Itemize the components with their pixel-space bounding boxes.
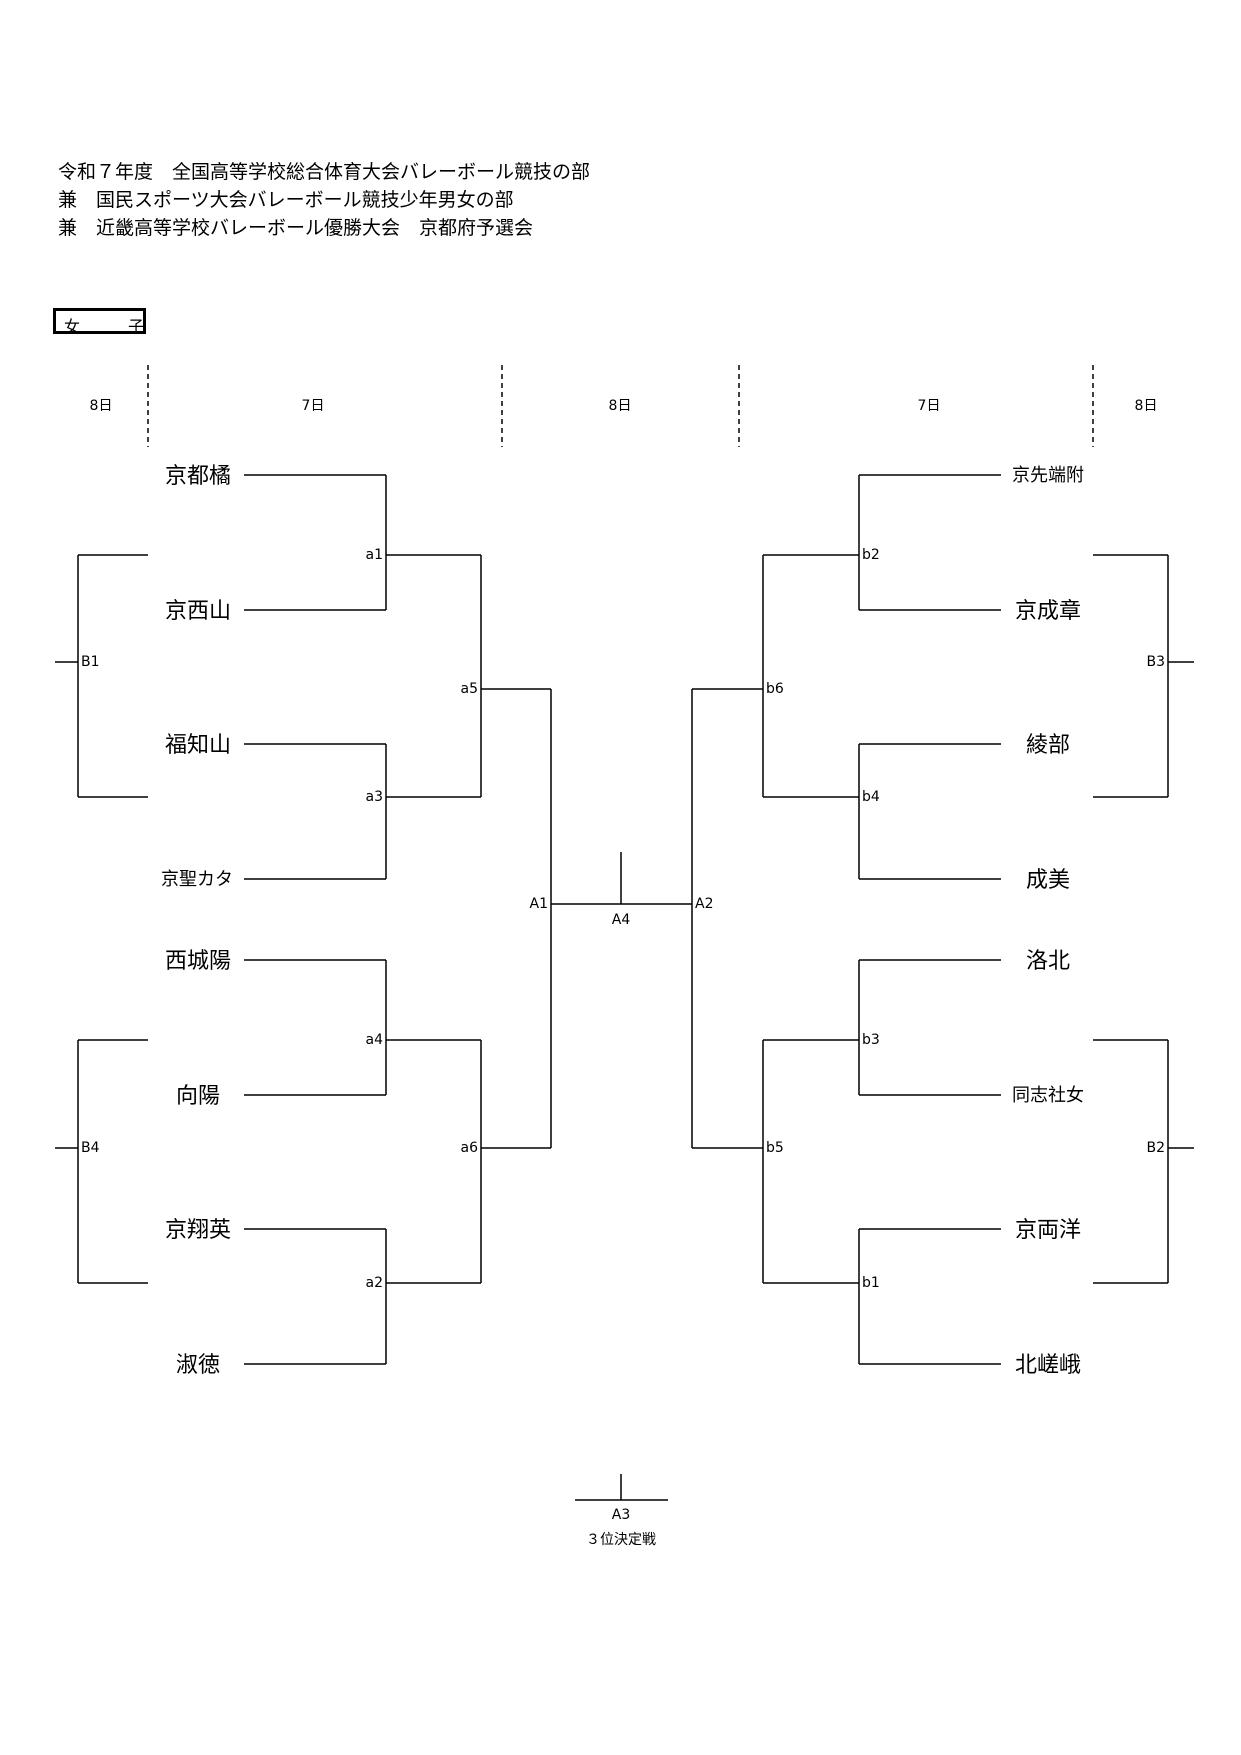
match-label: b5 — [766, 1140, 784, 1156]
team-name: 洛北 — [1026, 949, 1070, 974]
team-name: 綾部 — [1026, 733, 1070, 758]
right-teams: 京先端附 京成章 綾部 成美 洛北 同志社女 京両洋 北嵯峨 — [1012, 465, 1084, 1378]
team-name: 淑徳 — [176, 1353, 220, 1378]
match-label: a1 — [366, 547, 384, 563]
day-separators — [147, 365, 1094, 447]
team-name: 京先端附 — [1012, 465, 1084, 486]
match-label: a5 — [461, 681, 479, 697]
match-label: a4 — [366, 1032, 384, 1048]
tournament-title: 令和７年度 全国高等学校総合体育大会バレーボール競技の部 兼 国民スポーツ大会バ… — [58, 158, 590, 242]
match-label: A3 — [612, 1507, 630, 1523]
day-label: 7日 — [918, 398, 941, 414]
team-name: 京両洋 — [1015, 1218, 1081, 1243]
title-line-2: 兼 国民スポーツ大会バレーボール競技少年男女の部 — [58, 189, 514, 211]
team-name: 同志社女 — [1012, 1085, 1084, 1106]
team-name: 京西山 — [165, 599, 231, 624]
match-label: a3 — [366, 789, 384, 805]
team-name: 福知山 — [165, 733, 231, 758]
match-label: b4 — [862, 789, 880, 805]
left-bracket-lines — [55, 474, 552, 1365]
team-name: 北嵯峨 — [1015, 1353, 1081, 1378]
team-name: 成美 — [1026, 868, 1070, 893]
category-char-1: 女 — [64, 317, 81, 336]
left-teams: 京都橘 京西山 福知山 京聖カタ 西城陽 向陽 京翔英 淑徳 — [161, 464, 233, 1378]
team-name: 京成章 — [1015, 599, 1081, 624]
day-label: 8日 — [609, 398, 632, 414]
match-label: b1 — [862, 1275, 880, 1291]
match-label: A4 — [612, 912, 631, 928]
day-labels: 8日 7日 8日 7日 8日 — [90, 398, 1158, 414]
final-lines — [551, 852, 692, 905]
category-char-2: 子 — [128, 317, 145, 336]
team-name: 京聖カタ — [161, 869, 233, 890]
third-place-lines — [575, 1474, 668, 1501]
team-name: 西城陽 — [165, 949, 231, 974]
match-label: A2 — [695, 896, 713, 912]
right-bracket-lines — [691, 474, 1194, 1365]
match-label: b3 — [862, 1032, 880, 1048]
team-name: 向陽 — [176, 1084, 220, 1109]
match-label: a6 — [461, 1140, 479, 1156]
match-label: a2 — [366, 1275, 384, 1291]
match-label: A1 — [530, 896, 548, 912]
third-place-label: ３位決定戦 — [586, 1532, 656, 1548]
match-label: b2 — [862, 547, 880, 563]
title-line-1: 令和７年度 全国高等学校総合体育大会バレーボール競技の部 — [58, 161, 591, 183]
match-label: B4 — [81, 1140, 100, 1156]
match-label: B3 — [1146, 654, 1165, 670]
match-label: B2 — [1146, 1140, 1165, 1156]
category-label: 女 子 — [53, 308, 146, 336]
match-label: B1 — [81, 654, 100, 670]
match-labels: a1 a3 a4 a2 a5 a6 A1 A4 A2 b6 b5 b2 b4 b… — [81, 547, 1165, 1548]
day-label: 8日 — [90, 398, 113, 414]
match-label: b6 — [766, 681, 784, 697]
day-label: 8日 — [1135, 398, 1158, 414]
team-name: 京翔英 — [165, 1218, 231, 1243]
team-name: 京都橘 — [165, 464, 231, 489]
day-label: 7日 — [302, 398, 325, 414]
title-line-3: 兼 近畿高等学校バレーボール優勝大会 京都府予選会 — [58, 217, 534, 239]
